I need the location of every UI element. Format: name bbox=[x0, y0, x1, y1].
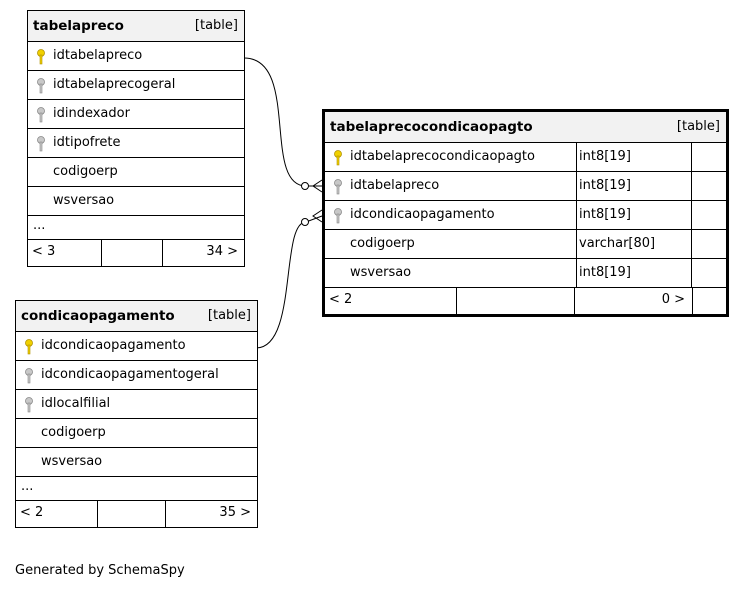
table-name: tabelapreco bbox=[33, 18, 124, 34]
column-name: idtabelaprecocondicaopagto bbox=[350, 149, 535, 164]
column-type-cell: int8[19] bbox=[576, 259, 692, 288]
column-row[interactable]: codigoerp varchar[80] bbox=[325, 230, 726, 259]
primary-key-icon bbox=[25, 339, 33, 355]
ellipsis: ... bbox=[21, 479, 34, 494]
table-name: condicaopagamento bbox=[21, 308, 175, 324]
table-tabelaprecocondicaopagto[interactable]: tabelaprecocondicaopagto [table] idtabel… bbox=[322, 109, 729, 317]
primary-key-icon bbox=[37, 49, 45, 65]
column-type: int8[19] bbox=[579, 265, 631, 280]
parents-count: < 2 bbox=[20, 505, 44, 520]
index-key-icon bbox=[37, 78, 45, 94]
column-type-cell: int8[19] bbox=[576, 143, 692, 172]
generated-by-label: Generated by SchemaSpy bbox=[15, 563, 185, 578]
rows-count-cell bbox=[102, 240, 163, 266]
column-type: varchar[80] bbox=[579, 236, 656, 251]
rows-count-cell bbox=[98, 501, 166, 527]
table-kind: [table] bbox=[207, 308, 251, 323]
children-count: 34 > bbox=[206, 244, 238, 259]
column-name: wsversao bbox=[53, 193, 115, 208]
link-crowfoot bbox=[312, 179, 323, 193]
table-footer: < 3 34 > bbox=[28, 240, 244, 266]
column-name: wsversao bbox=[41, 454, 103, 469]
column-type-cell: int8[19] bbox=[576, 201, 692, 230]
table-kind: [table] bbox=[676, 119, 720, 134]
column-type: int8[19] bbox=[579, 178, 631, 193]
parents-count-cell[interactable]: < 2 bbox=[325, 288, 457, 314]
table-header: tabelapreco [table] bbox=[28, 11, 244, 42]
rows-count-cell bbox=[457, 288, 575, 314]
column-name: codigoerp bbox=[350, 236, 415, 251]
column-row[interactable]: idtipofrete bbox=[28, 129, 244, 158]
parents-count-cell[interactable]: < 3 bbox=[28, 240, 102, 266]
column-row[interactable]: idindexador bbox=[28, 100, 244, 129]
table-name: tabelaprecocondicaopagto bbox=[330, 119, 533, 135]
link-condicaopagamento-to-idcondicaopagamento bbox=[255, 215, 323, 349]
table-footer: < 2 35 > bbox=[16, 501, 257, 527]
column-name: idtipofrete bbox=[53, 135, 121, 150]
column-name: codigoerp bbox=[41, 425, 106, 440]
table-header: tabelaprecocondicaopagto [table] bbox=[325, 112, 726, 143]
children-count-cell[interactable]: 0 > bbox=[575, 288, 691, 314]
index-key-icon bbox=[25, 397, 33, 413]
column-row[interactable]: idtabelapreco bbox=[28, 42, 244, 71]
index-key-icon bbox=[334, 208, 342, 224]
more-columns-row: ... bbox=[16, 477, 257, 501]
index-key-icon bbox=[37, 136, 45, 152]
column-row[interactable]: codigoerp bbox=[28, 158, 244, 187]
column-name: wsversao bbox=[350, 265, 412, 280]
primary-key-icon bbox=[334, 150, 342, 166]
link-crowfoot bbox=[312, 209, 323, 223]
children-count-cell[interactable]: 34 > bbox=[163, 240, 244, 266]
column-name: idtabelapreco bbox=[350, 178, 440, 193]
column-name: idlocalfilial bbox=[41, 396, 111, 411]
column-row[interactable]: idtabelaprecocondicaopagto int8[19] bbox=[325, 143, 726, 172]
column-row[interactable]: idtabelaprecogeral bbox=[28, 71, 244, 100]
parents-count: < 2 bbox=[329, 292, 353, 307]
parents-count: < 3 bbox=[32, 244, 56, 259]
column-name: idcondicaopagamento bbox=[350, 207, 495, 222]
column-row[interactable]: idcondicaopagamentogeral bbox=[16, 361, 257, 390]
column-type: int8[19] bbox=[579, 207, 631, 222]
link-tabelapreco-to-idtabelapreco bbox=[243, 57, 322, 187]
column-row[interactable]: wsversao int8[19] bbox=[325, 259, 726, 288]
column-type-cell: int8[19] bbox=[576, 172, 692, 201]
table-kind: [table] bbox=[194, 18, 238, 33]
parents-count-cell[interactable]: < 2 bbox=[16, 501, 98, 527]
table-tabelapreco[interactable]: tabelapreco [table] idtabelapreco idtabe… bbox=[27, 10, 245, 267]
column-name: idtabelaprecogeral bbox=[53, 77, 176, 92]
column-row[interactable]: idlocalfilial bbox=[16, 390, 257, 419]
column-name: idindexador bbox=[53, 106, 130, 121]
column-row[interactable]: wsversao bbox=[28, 187, 244, 216]
index-key-icon bbox=[25, 368, 33, 384]
link-end-circle bbox=[301, 182, 309, 190]
column-type: int8[19] bbox=[579, 149, 631, 164]
table-footer: < 2 0 > bbox=[325, 288, 693, 314]
index-key-icon bbox=[37, 107, 45, 123]
more-columns-row: ... bbox=[28, 216, 244, 240]
children-count: 0 > bbox=[661, 292, 685, 307]
table-condicaopagamento[interactable]: condicaopagamento [table] idcondicaopaga… bbox=[15, 300, 258, 528]
column-row[interactable]: codigoerp bbox=[16, 419, 257, 448]
ellipsis: ... bbox=[33, 218, 46, 233]
column-name: idcondicaopagamentogeral bbox=[41, 367, 219, 382]
children-count-cell[interactable]: 35 > bbox=[166, 501, 257, 527]
column-row[interactable]: idcondicaopagamento int8[19] bbox=[325, 201, 726, 230]
children-count: 35 > bbox=[219, 505, 251, 520]
column-name: idtabelapreco bbox=[53, 48, 143, 63]
column-row[interactable]: idtabelapreco int8[19] bbox=[325, 172, 726, 201]
link-end-circle bbox=[301, 218, 309, 226]
index-key-icon bbox=[334, 179, 342, 195]
column-name: idcondicaopagamento bbox=[41, 338, 186, 353]
column-type-cell: varchar[80] bbox=[576, 230, 692, 259]
column-name: codigoerp bbox=[53, 164, 118, 179]
table-header: condicaopagamento [table] bbox=[16, 301, 257, 332]
column-row[interactable]: idcondicaopagamento bbox=[16, 332, 257, 361]
column-row[interactable]: wsversao bbox=[16, 448, 257, 477]
